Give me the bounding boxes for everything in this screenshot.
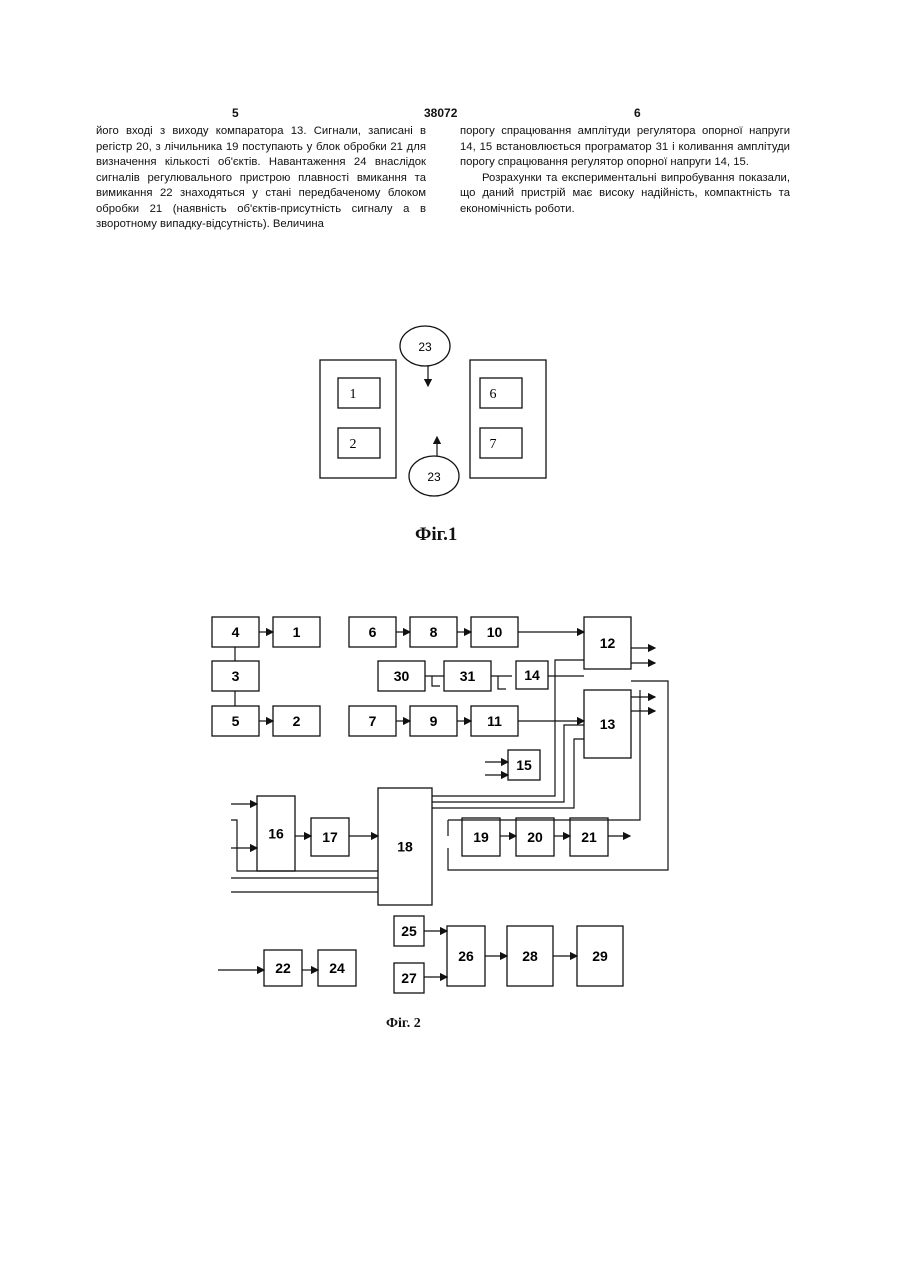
block-2-label: 2 [293, 713, 301, 729]
block-28-label: 28 [522, 948, 538, 964]
svg-text:7: 7 [490, 437, 497, 452]
block-14-label: 14 [524, 667, 540, 683]
block-25-label: 25 [401, 923, 417, 939]
block-4-label: 4 [232, 624, 240, 640]
block-3-label: 3 [232, 668, 240, 684]
block-29-label: 29 [592, 948, 608, 964]
block-12-label: 12 [600, 635, 616, 651]
block-1-label: 1 [293, 624, 301, 640]
svg-text:1: 1 [350, 387, 357, 402]
block-11-label: 11 [487, 713, 502, 729]
block-5-label: 5 [232, 713, 240, 729]
svg-text:23: 23 [427, 470, 441, 484]
block-20-label: 20 [527, 829, 543, 845]
block-13-label: 13 [600, 716, 616, 732]
fig2-caption: Фіг. 2 [386, 1016, 421, 1032]
block-17-label: 17 [322, 829, 338, 845]
block-19-label: 19 [473, 829, 489, 845]
fig1-diagram: 1 2 6 7 23 23 [320, 326, 546, 496]
svg-text:6: 6 [490, 387, 497, 402]
block-21-label: 21 [581, 829, 597, 845]
svg-text:23: 23 [418, 340, 432, 354]
block-16-label: 16 [268, 826, 284, 842]
block-27-label: 27 [401, 970, 417, 986]
block-30-label: 30 [394, 668, 410, 684]
block-26-label: 26 [458, 948, 474, 964]
block-31-label: 31 [460, 668, 476, 684]
block-8-label: 8 [430, 624, 438, 640]
block-9-label: 9 [430, 713, 438, 729]
fig2-diagram: 4135268107911303114151213161718192021252… [212, 617, 668, 993]
block-6-label: 6 [369, 624, 377, 640]
block-10-label: 10 [487, 624, 503, 640]
block-7-label: 7 [369, 713, 377, 729]
block-18-label: 18 [397, 839, 413, 855]
block-15-label: 15 [516, 757, 532, 773]
fig1-caption: Фіг.1 [415, 524, 457, 546]
block-22-label: 22 [275, 960, 291, 976]
block-24-label: 24 [329, 960, 345, 976]
svg-text:2: 2 [350, 437, 357, 452]
